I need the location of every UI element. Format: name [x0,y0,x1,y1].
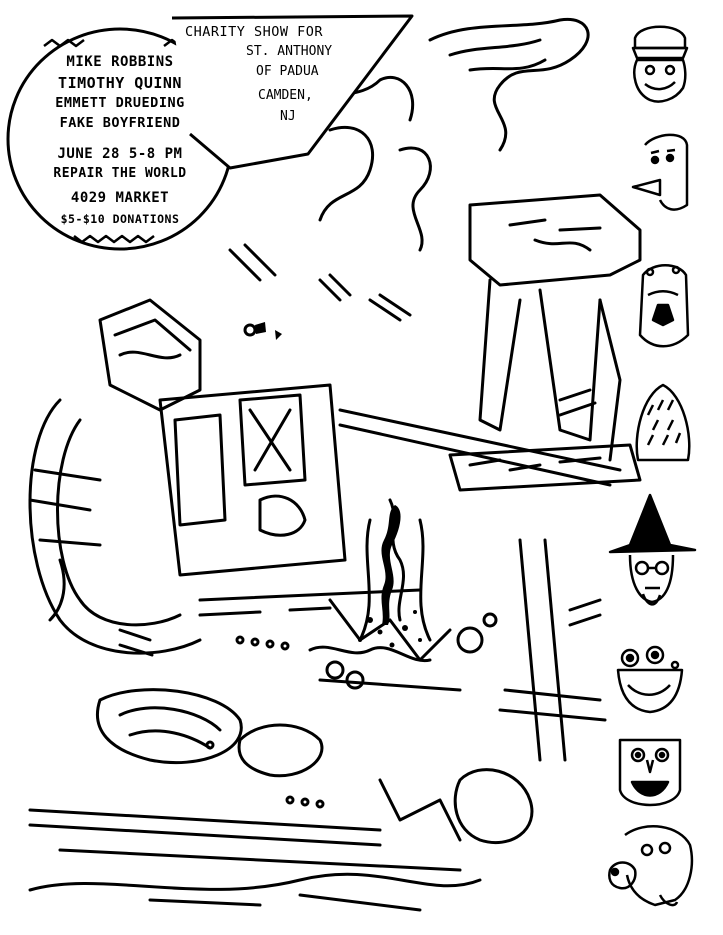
screaming-face-icon [618,738,682,807]
charity-banner: CHARITY SHOW FOR ST. ANTHONY OF PADUA CA… [160,14,415,174]
show-address: 4029 MARKET [70,190,170,206]
bug-creature-face-icon [638,264,690,348]
band-name: MIKE ROBBINS [66,54,174,70]
banner-line: CAMDEN, [258,88,313,103]
lineup-circle: MIKE ROBBINS TIMOTHY QUINN EMMETT DRUEDI… [4,24,236,254]
goggle-frog-face-icon [616,645,684,714]
banner-triangle-outline [171,14,414,170]
band-name: EMMETT DRUEDING [55,95,185,111]
show-date: JUNE 28 5-8 PM [57,146,183,162]
wizard-face-icon [608,493,697,606]
hairy-blob-face-icon [635,383,691,462]
show-venue: REPAIR THE WORLD [53,166,187,181]
banner-line: OF PADUA [256,64,319,79]
burger-monster-face-icon [631,25,689,103]
show-donation: $5-$10 DONATIONS [60,212,180,226]
bird-beak-face-icon [631,133,689,211]
banner-line: ST. ANTHONY [246,44,333,59]
banner-line: NJ [280,109,296,124]
banner-heading: CHARITY SHOW FOR [185,24,324,40]
band-name: FAKE BOYFRIEND [59,115,181,131]
droopy-dog-face-icon [608,825,694,907]
band-name: TIMOTHY QUINN [58,74,182,92]
